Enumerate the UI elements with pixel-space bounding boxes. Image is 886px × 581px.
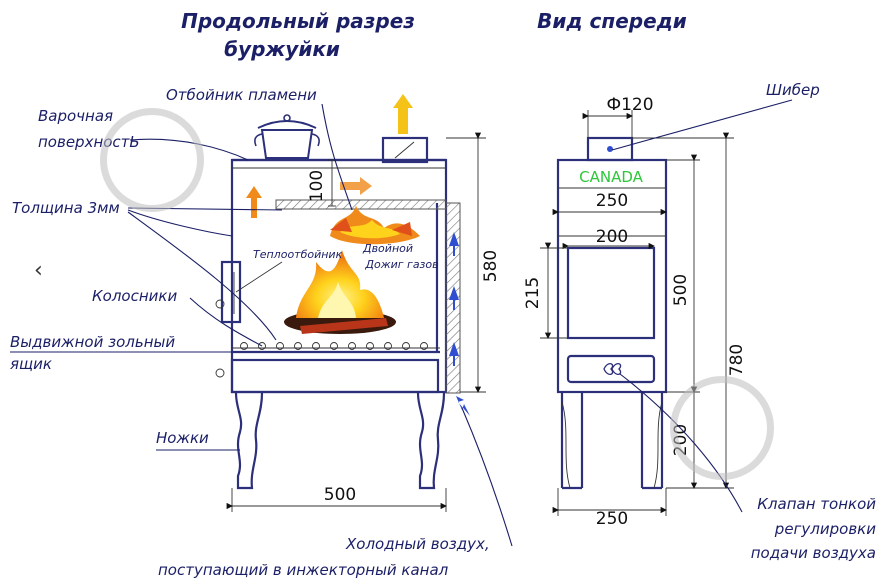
label-cold-air-2: поступающий в инжекторный канал (158, 561, 449, 579)
label-cooking-surface-1: Варочная (38, 107, 113, 125)
label-legs: Ножки (156, 429, 209, 447)
watermark-download-icon (100, 108, 204, 212)
label-ash-drawer-2: ящик (10, 355, 52, 373)
dim-body-height: 500 (671, 274, 691, 306)
label-valve-3: подачи воздуха (751, 544, 876, 562)
dim-door-height: 215 (523, 277, 543, 309)
front-view-title: Вид спереди (537, 9, 687, 33)
label-double-burn-1: Двойной (362, 242, 413, 255)
dim-side-height: 580 (481, 250, 501, 282)
dim-total-height: 780 (727, 344, 747, 376)
damper-dot (607, 146, 613, 152)
label-damper: Шибер (766, 81, 820, 99)
side-section-stove (215, 136, 461, 490)
label-heat-deflector: Теплоотбойник (253, 248, 343, 261)
label-ash-drawer-1: Выдвижной зольный (10, 333, 175, 351)
watermark-download-icon (670, 376, 774, 480)
pot-icon (254, 114, 320, 159)
label-flame-deflector: Отбойник пламени (166, 86, 317, 104)
side-dimensions (226, 132, 486, 512)
fire-icon (284, 206, 420, 334)
grates-circles (240, 342, 428, 350)
dim-side-width: 500 (324, 485, 356, 505)
section-title-line1: Продольный разрез (181, 9, 415, 33)
label-valve-2: регулировки (774, 520, 876, 538)
label-double-burn-2: Дожиг газов (364, 258, 438, 271)
dim-front-top-width: 250 (596, 191, 628, 211)
dim-flue-gap: 100 (307, 170, 327, 202)
dim-door-width: 200 (596, 227, 628, 247)
label-thickness: Толщина 3мм (12, 199, 120, 217)
label-valve-1: Клапан тонкой (757, 495, 876, 513)
prev-arrow-icon[interactable]: ‹ (34, 258, 43, 283)
label-grates: Колосники (92, 287, 177, 305)
heat-arrows (246, 94, 413, 218)
dim-pipe-diameter: Ф120 (606, 95, 653, 115)
air-channel-arrows (449, 232, 470, 416)
dim-front-bottom-width: 250 (596, 509, 628, 529)
brand-label: CANADA (579, 168, 644, 186)
section-title-line2: буржуйки (224, 37, 340, 61)
label-cold-air-1: Холодный воздух, (345, 535, 490, 553)
